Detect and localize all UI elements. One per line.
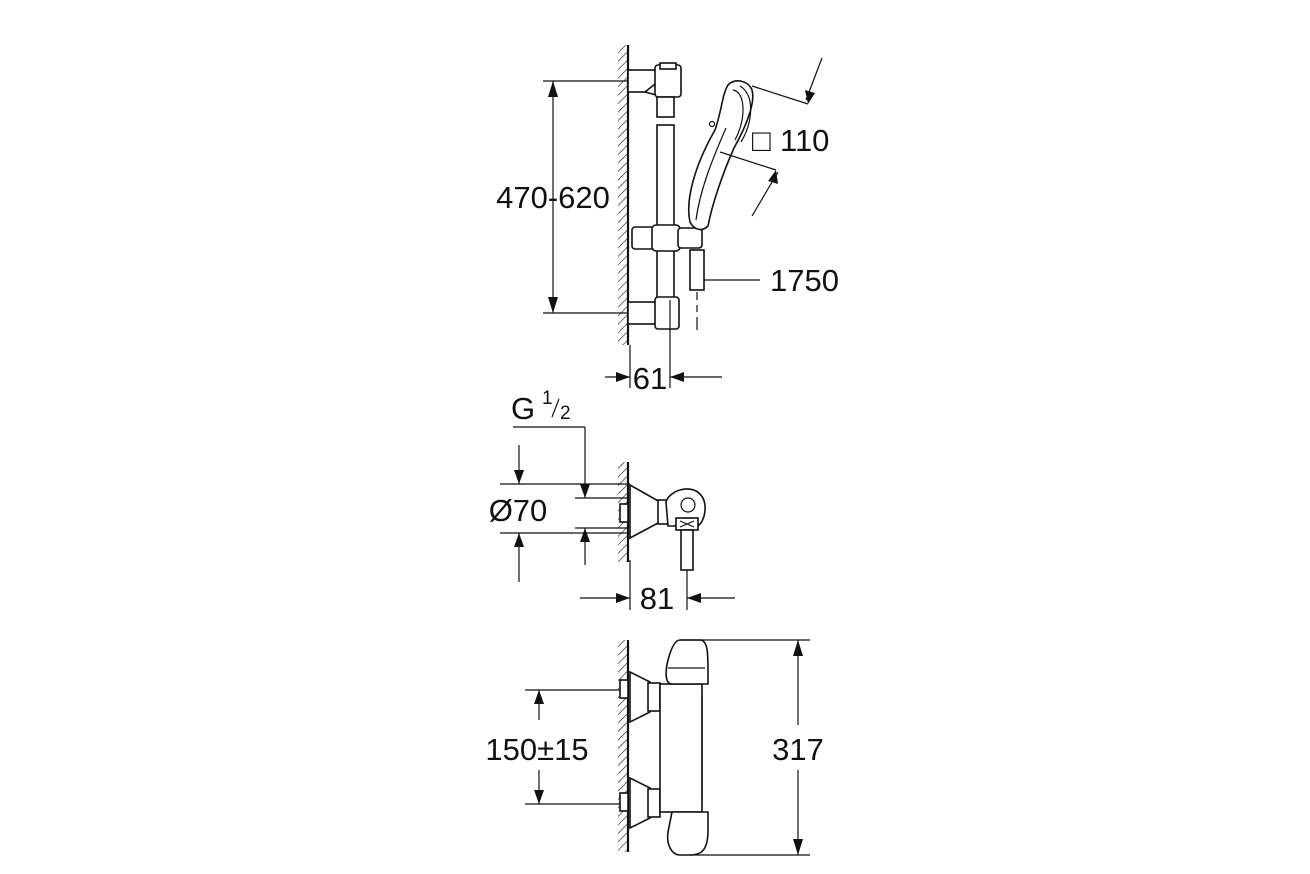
dim-height-label: 317 [772,732,824,767]
thread-denominator: 2 [560,403,571,424]
rail-slider [631,224,703,252]
connector-lower [619,776,661,830]
rail-bracket-upper [627,62,682,98]
thread-numerator: 1 [542,388,553,409]
shower-rail-view: 470-620 □ 110 1750 61 [496,45,839,396]
dim-height-range [543,80,628,314]
shower-hose [689,249,705,330]
rail-bracket-lower [627,296,680,330]
thermostat-front-view: 150±15 317 [485,639,824,856]
mixer-side-view: G 1 2 Ø70 81 [489,388,735,616]
dim-diameter [500,445,630,582]
wall-hatch-bottom [618,640,630,852]
dim-centers [525,689,620,805]
wall-hatch-top [618,45,630,345]
head-square-symbol: □ [752,123,771,158]
thermostat-body [659,639,709,856]
dim-height [680,639,810,856]
dim-wall-offset [605,300,722,388]
dim-wall-offset-label: 61 [633,361,667,396]
mixer-body [665,488,706,571]
thread-letter: G [511,391,535,426]
dim-diameter-label: Ø70 [489,493,548,528]
dim-centers-label: 150±15 [485,732,588,767]
dim-hose-length-label: 1750 [770,263,839,298]
dim-thread-leader [513,426,628,565]
hand-shower [687,80,754,231]
dim-projection [580,560,735,610]
dim-height-range-label: 470-620 [496,180,610,215]
mixer-inlet [619,483,669,540]
shower-rail [656,96,675,301]
dim-head-size-label: 110 [780,123,829,158]
dim-projection-label: 81 [640,581,674,616]
dim-head-size [719,57,823,217]
connector-upper [619,670,661,724]
